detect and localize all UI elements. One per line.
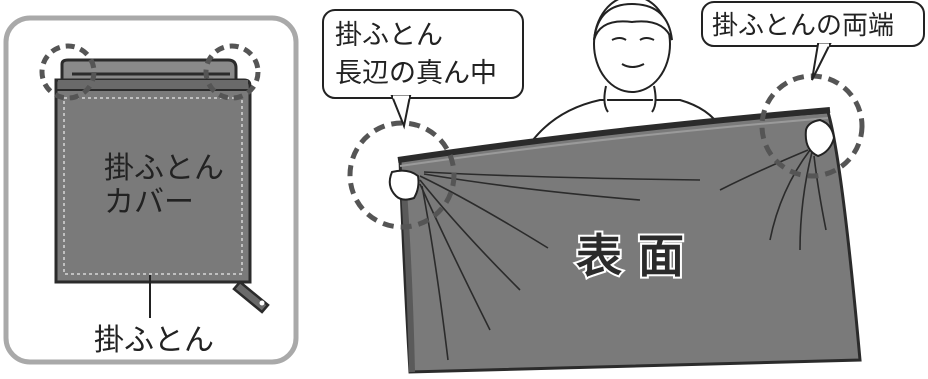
surface-label: 表 面 — [576, 229, 684, 283]
bottom-label: 掛ふとん — [94, 323, 214, 358]
callout-left-line2: 長辺の真ん中 — [335, 58, 497, 89]
callout-left — [322, 9, 524, 130]
cover-label-line1: 掛ふとん — [104, 151, 224, 186]
duvet-illustration — [397, 107, 862, 374]
hands — [388, 118, 836, 201]
corner-highlight-right — [203, 43, 261, 101]
callout-right-label: 掛ふとんの両端 — [712, 11, 894, 41]
callout-right — [701, 1, 925, 81]
duvet-cover-illustration — [54, 58, 270, 314]
corner-highlight-left — [39, 43, 97, 101]
callout-left-line1: 掛ふとん — [335, 20, 443, 51]
cover-label-line2: カバー — [104, 185, 194, 220]
